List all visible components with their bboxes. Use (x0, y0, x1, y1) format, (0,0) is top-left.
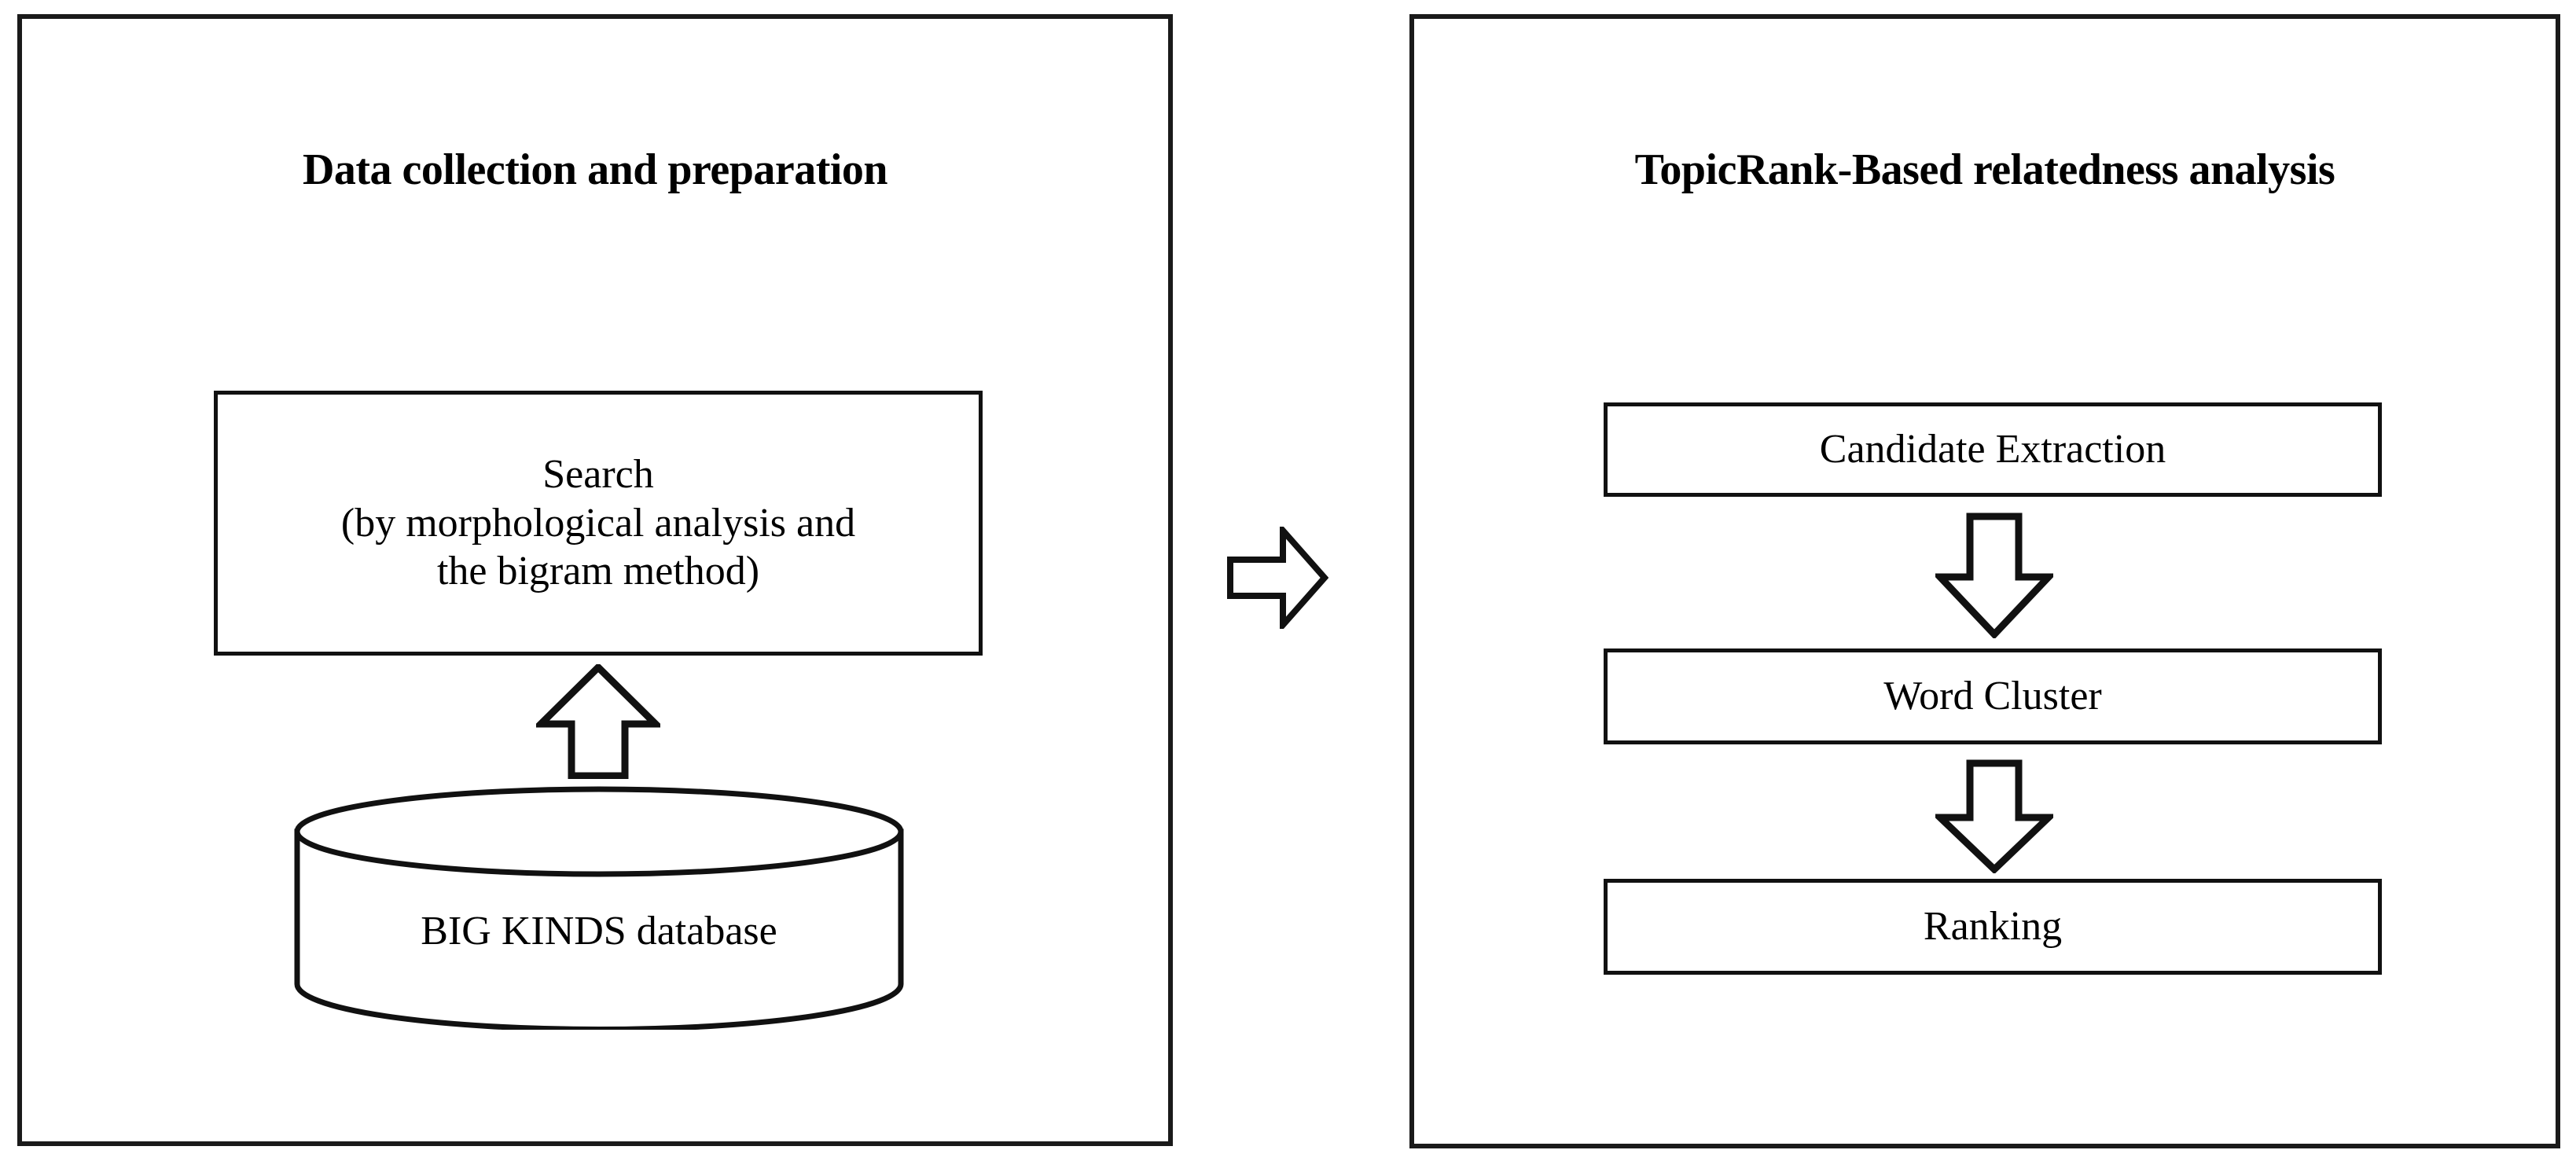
arrow-down-icon (1935, 513, 2053, 638)
node-ranking[interactable]: Ranking (1604, 879, 2382, 975)
word-cluster-label: Word Cluster (1883, 674, 2102, 719)
node-database-cylinder[interactable]: BIG KINDS database (292, 786, 906, 1030)
panel-title-topicrank-analysis: TopicRank-Based relatedness analysis (1634, 145, 2335, 194)
candidate-extraction-label: Candidate Extraction (1819, 427, 2166, 472)
search-line-2: (by morphological analysis and (340, 500, 856, 546)
node-candidate-extraction[interactable]: Candidate Extraction (1604, 402, 2382, 497)
arrow-up-icon (536, 664, 660, 779)
panel-title-data-collection: Data collection and preparation (302, 145, 888, 194)
ranking-label: Ranking (1923, 904, 2063, 950)
search-line-3: the bigram method) (436, 549, 760, 594)
search-line-1: Search (542, 452, 654, 498)
node-word-cluster[interactable]: Word Cluster (1604, 648, 2382, 744)
arrow-right-icon (1226, 527, 1328, 629)
arrow-down-icon (1935, 759, 2053, 873)
node-search-box[interactable]: Search (by morphological analysis and th… (214, 391, 983, 656)
